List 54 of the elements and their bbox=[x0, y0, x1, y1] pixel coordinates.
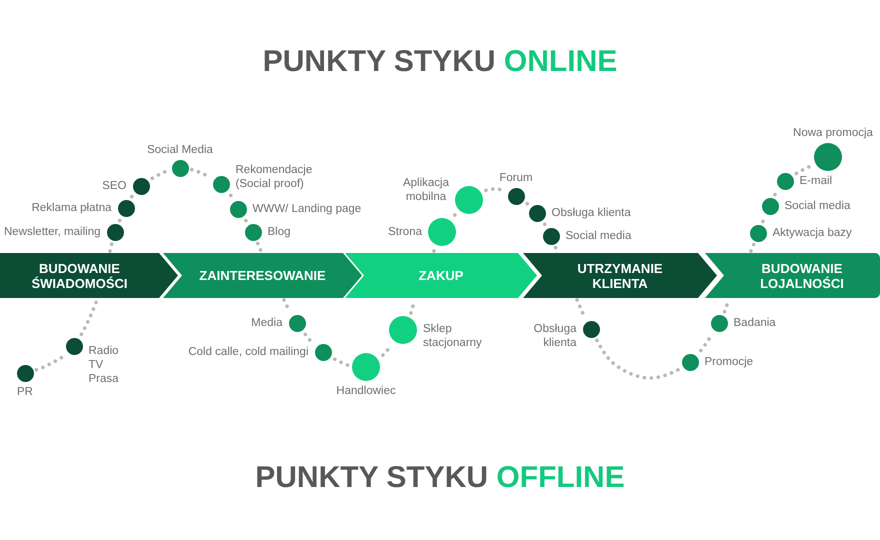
dotted-line bbox=[432, 247, 437, 253]
touchpoint-label: WWW/ Landing page bbox=[252, 202, 362, 216]
dotted-line bbox=[118, 218, 122, 222]
touchpoint-label: Rekomendacje (Social proof) bbox=[236, 163, 314, 191]
dotted-line bbox=[794, 164, 812, 176]
process-step bbox=[523, 253, 717, 298]
dotted-line bbox=[453, 212, 457, 217]
touchpoint-label: Obsługa klienta bbox=[552, 206, 631, 220]
dotted-line bbox=[333, 357, 351, 368]
section-heading: PUNKTY STYKU OFFLINE bbox=[255, 461, 625, 495]
dotted-line bbox=[108, 242, 114, 253]
touchpoint-label: Social media bbox=[566, 229, 632, 243]
process-step bbox=[705, 253, 880, 298]
dotted-line bbox=[34, 355, 64, 372]
dotted-line bbox=[244, 218, 248, 223]
touchpoint-label: Sklep stacjonarny bbox=[423, 322, 482, 350]
touchpoint-label: Badania bbox=[734, 316, 776, 330]
touchpoint-label: Blog bbox=[268, 225, 291, 239]
touchpoint-label: Nowa promocja bbox=[793, 126, 873, 140]
touchpoint-label: PR bbox=[17, 384, 33, 398]
touchpoint-label: Media bbox=[251, 316, 282, 330]
touchpoint-label: Handlowiec bbox=[336, 384, 396, 398]
process-step bbox=[0, 253, 178, 298]
touchpoint-label: Radio TV Prasa bbox=[88, 344, 119, 386]
stage-label: UTRZYMANIE KLIENTA bbox=[577, 260, 663, 290]
title: PUNKTY STYKU ONLINE bbox=[262, 45, 618, 79]
dotted-line bbox=[595, 338, 680, 380]
stage-label: BUDOWANIE LOJALNOŚCI bbox=[760, 260, 844, 290]
dotted-line bbox=[773, 190, 778, 196]
touchpoint-label: Cold calle, cold mailingi bbox=[188, 345, 308, 359]
touchpoint-label: Aplikacja mobilna bbox=[402, 176, 449, 204]
touchpoint-label: Aktywacja bazy bbox=[772, 226, 852, 240]
touchpoint-label: SEO bbox=[102, 179, 126, 193]
dotted-line bbox=[526, 202, 530, 206]
touchpoint-label: Strona bbox=[388, 225, 422, 239]
dotted-line bbox=[381, 346, 392, 357]
dotted-line bbox=[256, 242, 263, 253]
touchpoint-label: Obsługa klienta bbox=[534, 322, 576, 350]
stage-label: ZAKUP bbox=[418, 268, 464, 283]
dotted-line bbox=[749, 242, 756, 253]
touchpoint-label: Social Media bbox=[147, 142, 213, 156]
touchpoint-label: Forum bbox=[499, 170, 533, 184]
touchpoint-label: E-mail bbox=[800, 174, 832, 188]
stage-label: BUDOWANIE ŚWIADOMOŚCI bbox=[31, 260, 128, 290]
dotted-line bbox=[304, 332, 314, 344]
dotted-line bbox=[130, 194, 134, 198]
dotted-line bbox=[80, 298, 99, 336]
dotted-line bbox=[229, 194, 234, 200]
touchpoint-label: Social media bbox=[784, 199, 850, 213]
touchpoint-label: Promocje bbox=[704, 355, 754, 369]
touchpoint-label: Reklama płatna bbox=[32, 201, 112, 215]
touchpoint-label: Newsletter, mailing bbox=[4, 225, 100, 239]
stage-label: ZAINTERESOWANIE bbox=[199, 268, 326, 283]
dotted-line bbox=[543, 222, 547, 226]
